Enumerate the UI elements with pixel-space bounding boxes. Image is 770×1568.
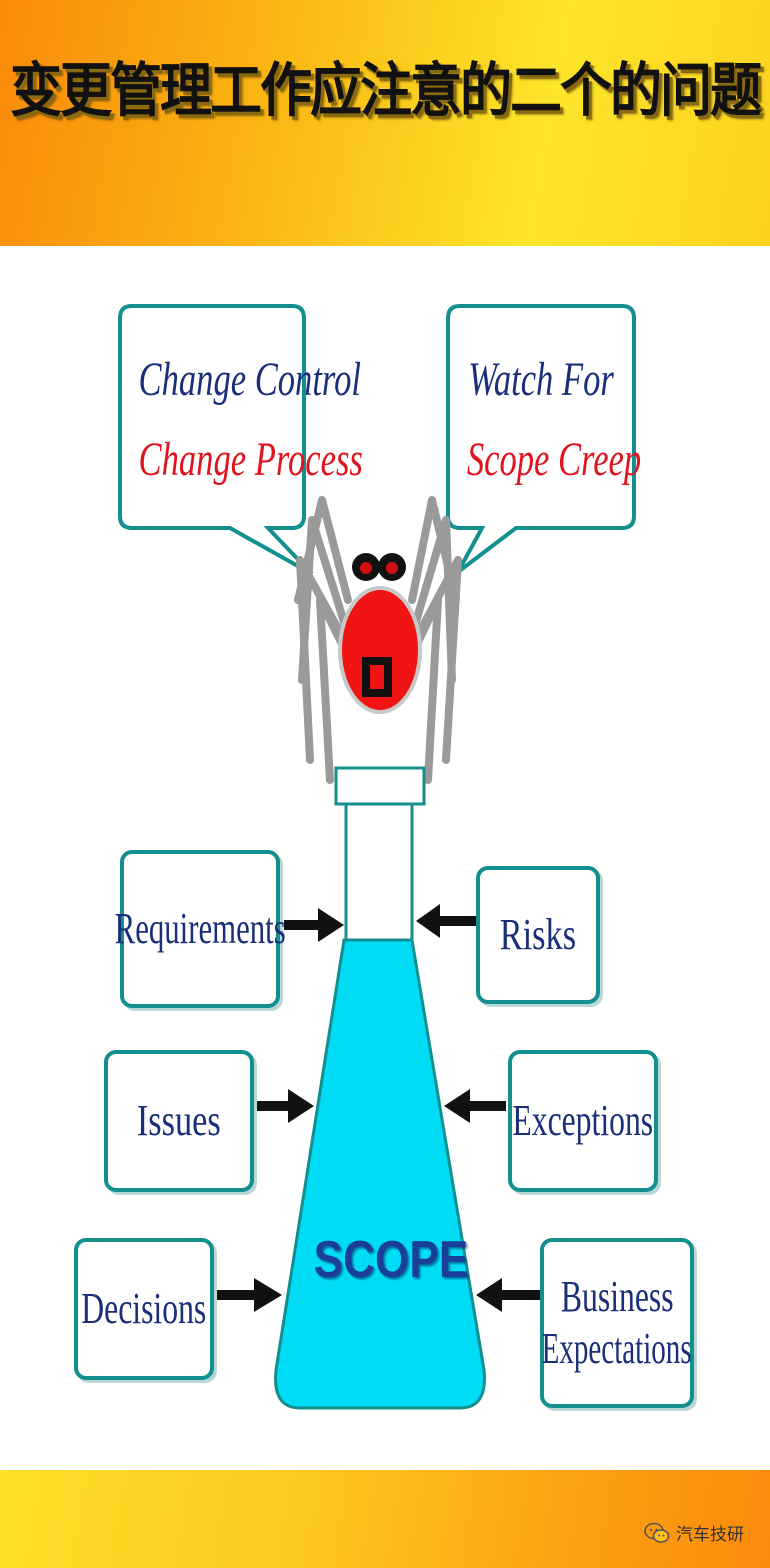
- exceptions-box: Exceptions: [508, 1050, 658, 1192]
- arrow-business: [476, 1278, 540, 1312]
- exceptions-label: Exceptions: [512, 1095, 654, 1145]
- watermark: 汽车技研: [644, 1520, 744, 1545]
- watch-for-label: Watch For: [468, 353, 614, 406]
- expectations-label: Expectations: [542, 1324, 693, 1373]
- watermark-text: 汽车技研: [676, 1525, 744, 1545]
- right-speech-bubble: [446, 304, 636, 574]
- arrow-exceptions: [444, 1089, 506, 1123]
- right-bubble-text: Watch For Scope Creep: [438, 340, 644, 500]
- risks-label: Risks: [499, 909, 577, 959]
- page-title: 变更管理工作应注意的二个的问题: [9, 58, 762, 126]
- arrow-requirements: [284, 908, 344, 942]
- arrow-decisions: [216, 1278, 282, 1312]
- wechat-icon: [644, 1522, 670, 1543]
- input-arrows: [216, 904, 540, 1312]
- requirements-box: Requirements: [114, 850, 286, 1008]
- risks-box: Risks: [476, 866, 600, 1004]
- scope-creep-label: Scope Creep: [466, 433, 642, 486]
- arrow-issues: [254, 1089, 314, 1123]
- issues-box: Issues: [104, 1050, 254, 1192]
- spider-body: [338, 553, 422, 714]
- decisions-label: Decisions: [81, 1283, 207, 1333]
- business-expectations-box: Business Expectations: [540, 1238, 694, 1408]
- arrow-risks: [416, 904, 476, 938]
- requirements-label: Requirements: [114, 903, 286, 953]
- spider-legs: [294, 496, 462, 784]
- left-speech-bubble: [118, 304, 314, 576]
- left-bubble-text: Change Control Change Process: [110, 340, 363, 500]
- issues-label: Issues: [137, 1095, 221, 1145]
- footer-banner: [0, 1470, 770, 1568]
- business-label: Business: [560, 1271, 674, 1321]
- decisions-box: Decisions: [74, 1238, 214, 1380]
- scope-flask: [274, 766, 486, 1410]
- change-control-label: Change Control: [138, 353, 361, 406]
- scope-label: SCOPE: [300, 1230, 469, 1290]
- scope-label-text: SCOPE: [313, 1231, 469, 1289]
- change-process-label: Change Process: [138, 433, 363, 486]
- title-banner: [0, 0, 770, 246]
